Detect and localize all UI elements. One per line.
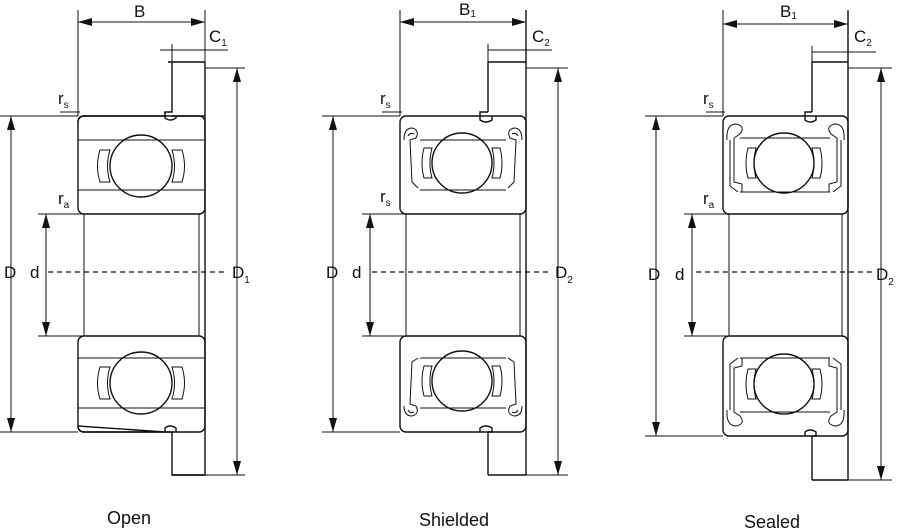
ball-upper (753, 132, 815, 194)
label-outer-diameter: D (4, 263, 16, 282)
label-rs: rs (703, 89, 714, 111)
caption-sealed: Sealed (744, 512, 800, 531)
shield-upper-right (507, 127, 523, 189)
label-ra: ra (703, 189, 715, 211)
caption-open: Open (107, 508, 151, 528)
outer-ring-flange (77, 61, 206, 476)
label-bore: d (675, 265, 684, 284)
upper-race (399, 115, 527, 215)
shield-upper-left (403, 127, 419, 189)
ball-lower (431, 350, 493, 412)
label-width: B1 (459, 0, 476, 20)
label-outer-diameter: D (648, 265, 660, 284)
seal-lower-left (726, 357, 743, 427)
label-rs: rs (58, 89, 69, 111)
lower-race (722, 335, 849, 437)
ball-lower (753, 353, 815, 415)
label-rs: rs (380, 89, 391, 111)
shield-lower-left (403, 357, 419, 417)
bearing-sealed: B1 C2 rs ra D d D2 Sealed (645, 2, 894, 531)
label-flange-diameter: D1 (232, 263, 250, 286)
label-bore: d (30, 263, 39, 282)
seal-lower-right (828, 357, 845, 427)
label-c: C2 (854, 27, 872, 49)
lower-race (77, 335, 206, 433)
ball-upper (109, 134, 173, 198)
lower-race (399, 335, 527, 433)
bearing-shielded: B1 C2 rs rs D d D2 Shielded (322, 0, 573, 530)
label-bore: d (352, 263, 361, 282)
shield-lower-right (507, 357, 523, 417)
label-width: B (134, 2, 145, 21)
label-flange-diameter: D2 (555, 263, 573, 286)
label-ra: ra (58, 189, 70, 211)
label-c: C2 (532, 27, 550, 49)
label-width: B1 (780, 2, 797, 22)
label-ra: rs (380, 187, 391, 209)
ball-lower (109, 351, 173, 415)
caption-shielded: Shielded (419, 510, 489, 530)
label-flange-diameter: D2 (876, 265, 894, 288)
seal-upper-right (828, 123, 845, 193)
label-outer-diameter: D (326, 263, 338, 282)
bearing-open: B C1 rs ra D d D1 Open (0, 2, 250, 528)
seal-upper-left (726, 123, 743, 193)
ball-upper (431, 132, 493, 194)
label-c: C1 (209, 27, 227, 49)
